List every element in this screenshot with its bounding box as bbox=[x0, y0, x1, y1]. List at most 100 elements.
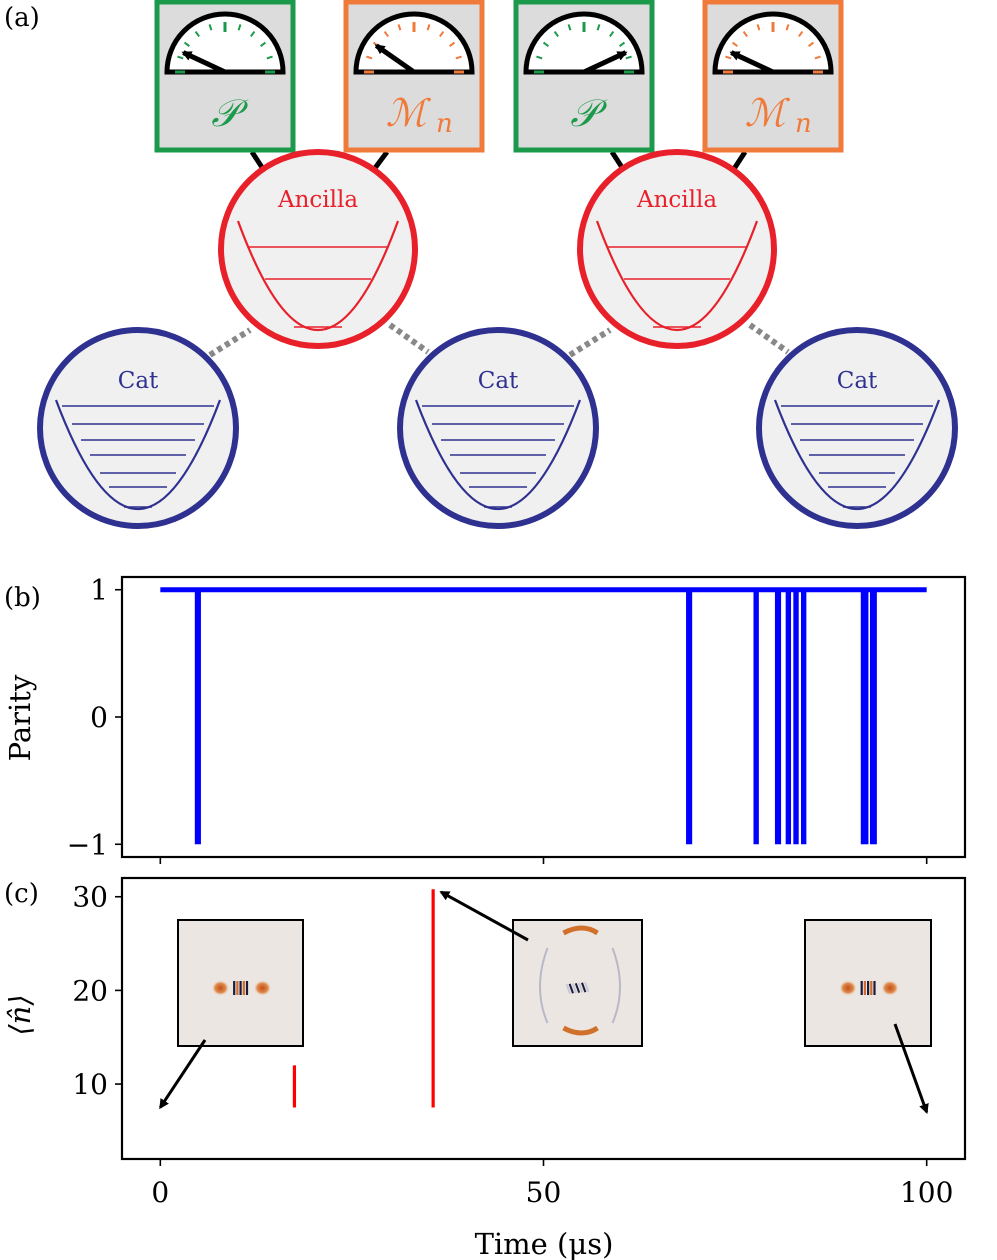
ancilla-node: Ancilla bbox=[218, 149, 418, 349]
inset-arrow bbox=[439, 890, 529, 942]
potential-well bbox=[595, 220, 759, 332]
wigner-fringe bbox=[245, 981, 249, 995]
meter-needle bbox=[181, 50, 227, 75]
wigner-fringe bbox=[584, 982, 590, 993]
parity-jump bbox=[800, 589, 807, 845]
meter-tick bbox=[426, 24, 431, 31]
panel-a-label: (a) bbox=[4, 3, 40, 33]
parity-jump bbox=[869, 589, 877, 845]
cat-label: Cat bbox=[478, 368, 519, 394]
meter-tick bbox=[260, 41, 267, 47]
wigner-fringe bbox=[581, 982, 587, 993]
xtick-label: 0 bbox=[151, 1176, 169, 1209]
meter-tick bbox=[596, 24, 601, 31]
wigner-fringe bbox=[873, 981, 876, 995]
ytick-label: 10 bbox=[72, 1068, 108, 1101]
wigner-fringe bbox=[565, 983, 571, 994]
meter-tick bbox=[808, 41, 815, 47]
wigner-insets bbox=[159, 890, 932, 1115]
meter-tick bbox=[785, 24, 790, 31]
meter-symbol: ℳ bbox=[386, 91, 432, 135]
wigner-fringe bbox=[571, 983, 578, 994]
meter-subscript: n bbox=[795, 109, 812, 139]
parity-jump bbox=[774, 589, 782, 845]
potential-well bbox=[54, 399, 222, 511]
meter-tick bbox=[250, 30, 256, 37]
wigner-inset bbox=[439, 890, 643, 1047]
coupler-dashed bbox=[208, 327, 252, 358]
wigner-fringe bbox=[568, 983, 574, 994]
meter-tick bbox=[366, 55, 373, 60]
meter-tick bbox=[455, 55, 462, 60]
wigner-inset bbox=[159, 919, 304, 1110]
parity-jump bbox=[686, 589, 693, 845]
panel-b-label: (b) bbox=[4, 583, 41, 613]
coupler-dashed bbox=[748, 322, 790, 355]
parity-ylabel: Parity bbox=[3, 674, 37, 761]
inset-arrow bbox=[159, 1039, 207, 1110]
wigner-fringe bbox=[863, 981, 866, 995]
parity-series bbox=[160, 587, 927, 845]
wigner-fringe bbox=[867, 981, 870, 995]
meter-tick bbox=[237, 24, 242, 31]
meter-tick bbox=[567, 24, 572, 31]
meter-tick bbox=[553, 30, 559, 37]
meter-subscript: n bbox=[436, 109, 453, 139]
wigner-inset-frame bbox=[512, 919, 643, 1047]
meter-symbol: ℳ bbox=[745, 91, 791, 135]
meter-needle bbox=[729, 50, 775, 75]
parity-jump bbox=[785, 589, 792, 845]
meter-tick bbox=[194, 30, 200, 37]
ancilla-node: Ancilla bbox=[577, 149, 777, 349]
potential-well bbox=[236, 220, 400, 332]
meter-tick bbox=[449, 41, 456, 47]
wigner-fringe bbox=[860, 981, 863, 995]
wigner-fringe bbox=[574, 982, 581, 994]
coupler-dashed bbox=[568, 327, 612, 358]
parity-jump bbox=[793, 589, 799, 845]
meter-needle bbox=[374, 43, 416, 75]
wigner-blob bbox=[211, 980, 230, 996]
wigner-blob bbox=[839, 980, 857, 996]
meter-tick bbox=[731, 41, 738, 47]
meter-needle bbox=[582, 50, 628, 75]
meter-tick bbox=[536, 55, 543, 60]
meter-dial bbox=[353, 11, 475, 75]
meter-tick bbox=[383, 30, 389, 37]
parity-jump bbox=[753, 589, 759, 845]
meter-tick bbox=[266, 55, 273, 60]
panel-c-label: (c) bbox=[4, 879, 39, 909]
meter-tick bbox=[756, 24, 761, 31]
meter: 𝒫 bbox=[154, 0, 296, 153]
potential-well bbox=[414, 399, 582, 511]
meter-tick bbox=[439, 30, 445, 37]
potential-well bbox=[773, 399, 941, 511]
wigner-fringe bbox=[233, 981, 236, 995]
ancilla-label: Ancilla bbox=[636, 187, 717, 213]
wigner-blob bbox=[562, 1025, 599, 1036]
meter-tick bbox=[619, 41, 626, 47]
coupler-dashed bbox=[388, 322, 430, 355]
cat-node: Cat bbox=[756, 327, 958, 529]
meter: 𝒫 bbox=[513, 0, 655, 153]
meter-tick bbox=[814, 55, 821, 60]
wigner-fringe bbox=[236, 981, 239, 995]
wigner-blob bbox=[562, 925, 599, 936]
wigner-ring bbox=[539, 947, 549, 1024]
meter-tick bbox=[742, 30, 748, 37]
wigner-inset bbox=[804, 919, 932, 1115]
panel-b: (b) 10−1 Parity bbox=[3, 574, 967, 864]
wigner-ring bbox=[611, 947, 621, 1024]
cat-node: Cat bbox=[397, 327, 599, 529]
wigner-fringe bbox=[870, 981, 873, 995]
meter-tick bbox=[397, 24, 402, 31]
meter-tick bbox=[609, 30, 615, 37]
ancilla-label: Ancilla bbox=[277, 187, 358, 213]
wigner-fringe bbox=[242, 981, 245, 995]
